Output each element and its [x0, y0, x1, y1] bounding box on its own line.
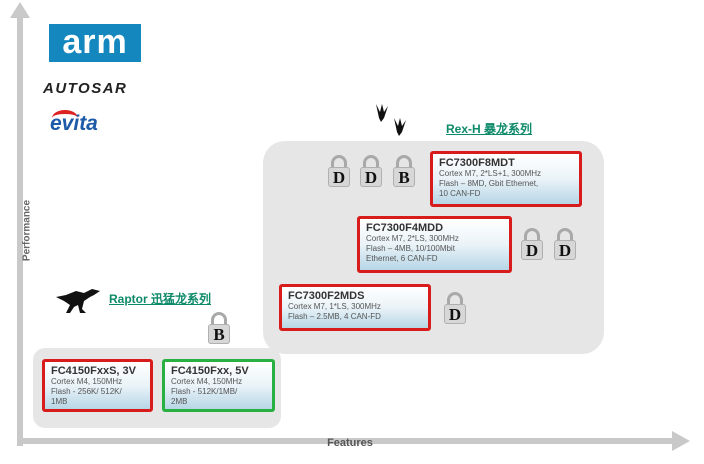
chip-name: FC4150FxxS, 3V: [51, 365, 136, 377]
y-axis-label: Performance: [21, 199, 33, 262]
chip-name: FC7300F4MDD: [366, 222, 444, 234]
raptor-dinosaur-icon: [56, 289, 100, 313]
lock-letter: B: [398, 168, 410, 187]
chip-spec-line: Cortex M7, 1*LS, 300MHz: [288, 302, 381, 311]
chip-spec-line: Flash – 8MD, Gbit Ethernet,: [439, 179, 539, 188]
chip-name: FC7300F2MDS: [288, 290, 365, 302]
chip-card-fc4150fxxs: FC4150FxxS, 3V Cortex M4, 150MHz Flash -…: [42, 359, 153, 412]
chip-spec-line: Flash – 2.5MB, 4 CAN-FD: [288, 312, 381, 321]
lock-letter: D: [364, 168, 378, 187]
lock-letter: D: [558, 241, 572, 260]
x-axis-arrowhead: [672, 431, 690, 451]
lock-letter: D: [448, 305, 462, 324]
lock-letter: D: [332, 168, 346, 187]
lock-icon: D: [554, 228, 576, 260]
x-axis: [17, 438, 677, 444]
chip-spec-line: Cortex M7, 2*LS+1, 300MHz: [439, 169, 542, 178]
chip-spec-line: Flash - 256K/ 512K/: [51, 387, 122, 396]
chip-name: FC4150Fxx, 5V: [171, 365, 249, 377]
chip-spec-line: 1MB: [51, 397, 68, 406]
x-axis-label: Features: [327, 437, 373, 449]
arm-logo: arm: [49, 24, 141, 62]
rex-h-series-title: Rex-H 暴龙系列: [446, 122, 533, 136]
chip-spec-line: 10 CAN-FD: [439, 189, 481, 198]
dinosaur-footprint-icon: [376, 104, 406, 136]
raptor-series-title: Raptor 迅猛龙系列: [109, 292, 212, 306]
chip-spec-line: Flash - 512K/1MB/: [171, 387, 238, 396]
chip-card-fc7300f8mdt: FC7300F8MDT Cortex M7, 2*LS+1, 300MHz Fl…: [430, 151, 582, 207]
chip-card-fc4150fxx: FC4150Fxx, 5V Cortex M4, 150MHz Flash - …: [162, 359, 275, 412]
lock-icon: D: [360, 155, 382, 187]
evita-logo-swoosh: [52, 110, 78, 126]
chip-card-fc7300f4mdd: FC7300F4MDD Cortex M7, 2*LS, 300MHz Flas…: [357, 216, 512, 273]
lock-icon: B: [393, 155, 415, 187]
lock-icon: D: [444, 292, 466, 324]
lock-icon: D: [328, 155, 350, 187]
evita-logo: evita: [50, 112, 98, 135]
lock-icon: B: [208, 312, 230, 344]
y-axis: [17, 14, 23, 446]
autosar-logo: AUTOSAR: [43, 80, 128, 97]
y-axis-arrowhead: [10, 2, 30, 18]
lock-letter: D: [525, 241, 539, 260]
chip-spec-line: 2MB: [171, 397, 188, 406]
chip-spec-line: Cortex M4, 150MHz: [171, 377, 243, 386]
chip-spec-line: Cortex M4, 150MHz: [51, 377, 123, 386]
chip-card-fc7300f2mds: FC7300F2MDS Cortex M7, 1*LS, 300MHz Flas…: [279, 284, 431, 331]
chip-spec-line: Cortex M7, 2*LS, 300MHz: [366, 234, 459, 243]
chip-spec-line: Flash – 4MB, 10/100Mbit: [366, 244, 455, 253]
chip-name: FC7300F8MDT: [439, 157, 515, 169]
lock-icon: D: [521, 228, 543, 260]
lock-letter: B: [213, 325, 225, 344]
chip-spec-line: Ethernet, 6 CAN-FD: [366, 254, 438, 263]
